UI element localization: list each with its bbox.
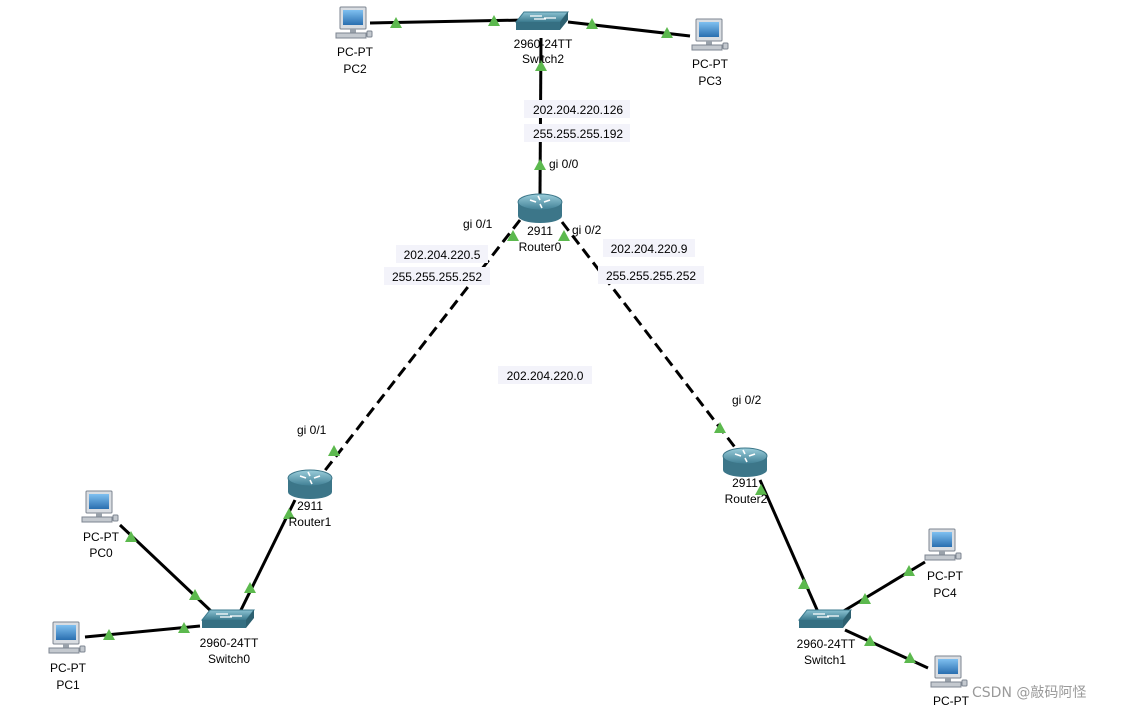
switch2-ip-label: 202.204.220.126 bbox=[533, 103, 623, 117]
device-model-label: PC-PT bbox=[50, 661, 87, 675]
device-router1[interactable]: 2911 Router1 bbox=[287, 469, 333, 529]
device-switch2[interactable]: 2960-24TT Switch2 bbox=[514, 11, 573, 66]
device-switch1[interactable]: 2960-24TT Switch1 bbox=[797, 609, 856, 667]
device-switch0[interactable]: 2960-24TT Switch0 bbox=[200, 609, 259, 666]
router-icon bbox=[287, 469, 333, 500]
device-pc3[interactable]: PC-PT PC3 bbox=[691, 18, 729, 88]
pc-icon bbox=[930, 655, 968, 688]
router0-gi02-label: gi 0/2 bbox=[572, 223, 602, 237]
device-model-label: PC-PT bbox=[337, 45, 374, 59]
device-model-label: 2911 bbox=[297, 499, 323, 513]
pc-icon bbox=[48, 621, 86, 654]
device-pc2[interactable]: PC-PT PC2 bbox=[335, 6, 374, 76]
device-model-label: 2911 bbox=[732, 476, 758, 490]
router1-link-ip-label: 202.204.220.5 bbox=[404, 248, 481, 262]
device-pc4[interactable]: PC-PT PC4 bbox=[924, 528, 964, 600]
router-icon bbox=[517, 193, 563, 224]
port-up-icon bbox=[328, 445, 340, 456]
device-router0[interactable]: 2911 Router0 bbox=[517, 193, 563, 254]
router-icon bbox=[722, 447, 768, 478]
switch-icon bbox=[798, 609, 852, 629]
router2-link-ip-label: 202.204.220.9 bbox=[611, 242, 688, 256]
device-pc5[interactable]: PC-PT bbox=[930, 655, 970, 708]
device-name-label: PC4 bbox=[933, 586, 957, 600]
links bbox=[84, 18, 929, 670]
pc-icon bbox=[335, 6, 373, 39]
device-name-label: PC2 bbox=[343, 62, 367, 76]
link-router2-switch1[interactable] bbox=[758, 479, 820, 613]
router1-gi01-label: gi 0/1 bbox=[297, 423, 327, 437]
pc-icon bbox=[81, 490, 119, 523]
router2-gi02-label: gi 0/2 bbox=[732, 393, 762, 407]
device-name-label: Router2 bbox=[725, 492, 768, 506]
device-model-label: 2911 bbox=[527, 224, 553, 238]
port-indicators bbox=[103, 15, 916, 663]
pc-icon bbox=[691, 18, 729, 51]
switch2-mask-label: 255.255.255.192 bbox=[533, 127, 623, 141]
device-pc1[interactable]: PC-PT PC1 bbox=[48, 621, 87, 692]
device-model-label: 2960-24TT bbox=[200, 636, 259, 650]
port-up-icon bbox=[798, 578, 810, 589]
device-name-label: Switch0 bbox=[208, 652, 250, 666]
interface-labels: gi 0/0 gi 0/1 gi 0/2 gi 0/1 gi 0/2 bbox=[297, 157, 762, 437]
device-name-label: PC0 bbox=[89, 546, 113, 560]
link-switch1-pc4[interactable] bbox=[841, 560, 926, 614]
watermark: CSDN @敲码阿怪 bbox=[972, 684, 1086, 701]
device-router2[interactable]: 2911 Router2 bbox=[722, 447, 768, 506]
switch-icon bbox=[515, 11, 569, 31]
network-address-label: 202.204.220.0 bbox=[507, 369, 584, 383]
pc-icon bbox=[924, 528, 962, 561]
device-model-label: 2960-24TT bbox=[797, 637, 856, 651]
address-labels: 202.204.220.126 255.255.255.192 202.204.… bbox=[384, 100, 704, 384]
switch-icon bbox=[201, 609, 255, 629]
device-name-label: Switch2 bbox=[522, 52, 564, 66]
device-model-label: PC-PT bbox=[927, 569, 964, 583]
device-model-label: 2960-24TT bbox=[514, 37, 573, 51]
router0-gi01-label: gi 0/1 bbox=[463, 217, 493, 231]
port-up-icon bbox=[714, 422, 726, 433]
device-pc0[interactable]: PC-PT PC0 bbox=[81, 490, 120, 560]
router1-link-mask-label: 255.255.255.252 bbox=[392, 270, 482, 284]
device-name-label: Router0 bbox=[519, 240, 562, 254]
router0-gi00-label: gi 0/0 bbox=[549, 157, 579, 171]
device-name-label: PC3 bbox=[698, 74, 722, 88]
router2-link-mask-label: 255.255.255.252 bbox=[606, 269, 696, 283]
device-name-label: PC1 bbox=[56, 678, 80, 692]
port-up-icon bbox=[534, 159, 546, 170]
device-name-label: Switch1 bbox=[804, 653, 846, 667]
device-model-label: PC-PT bbox=[933, 694, 970, 708]
device-name-label: Router1 bbox=[289, 515, 332, 529]
device-model-label: PC-PT bbox=[83, 530, 120, 544]
device-model-label: PC-PT bbox=[692, 57, 729, 71]
link-router0-router2[interactable] bbox=[560, 221, 739, 451]
